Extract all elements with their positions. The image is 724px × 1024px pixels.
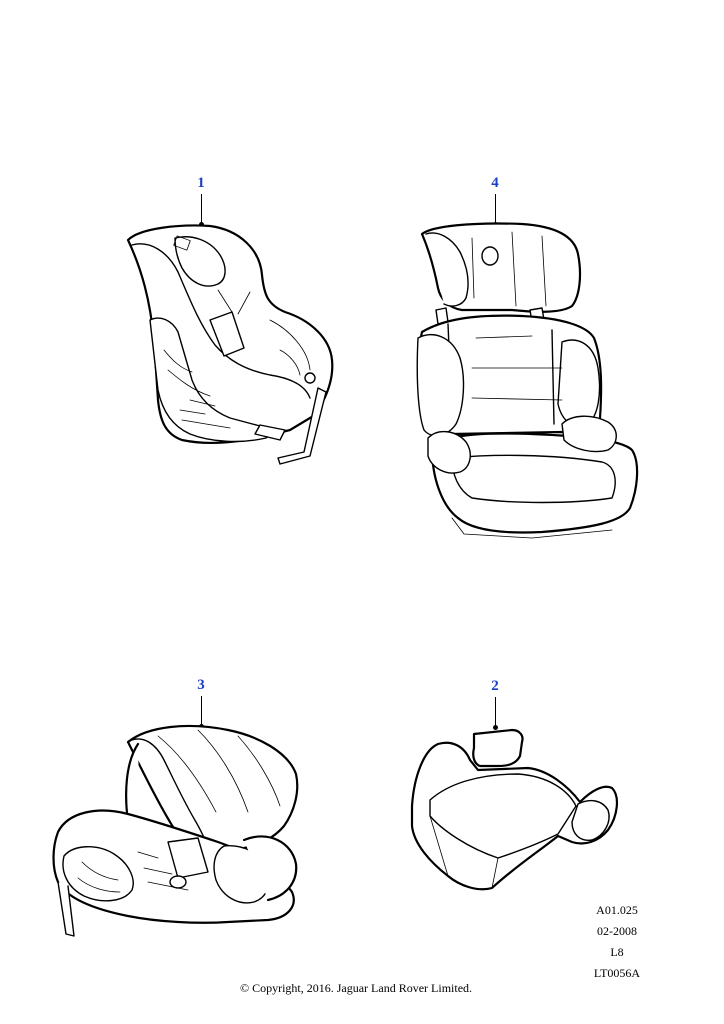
reference-illustration-id: LT0056A	[593, 966, 641, 980]
callout-1[interactable]: 1	[197, 175, 205, 191]
infant-carrier-illustration[interactable]	[48, 722, 304, 944]
leader-line-1	[201, 194, 202, 224]
leader-line-2	[495, 697, 496, 727]
reference-date: 02-2008	[597, 924, 637, 938]
leader-dot-2	[493, 725, 498, 730]
callout-4[interactable]: 4	[491, 175, 499, 191]
child-seat-illustration[interactable]	[120, 220, 340, 475]
drawing-reference: A01.025 02-2008 L8 LT0056A	[585, 900, 649, 984]
reference-code: A01.025	[596, 903, 638, 917]
leader-line-3	[201, 696, 202, 726]
copyright-notice: © Copyright, 2016. Jaguar Land Rover Lim…	[239, 981, 473, 995]
high-back-booster-illustration[interactable]	[412, 218, 640, 540]
booster-cushion-illustration[interactable]	[408, 726, 620, 894]
leader-line-4	[495, 194, 496, 224]
callout-3[interactable]: 3	[197, 677, 205, 693]
reference-model: L8	[610, 945, 624, 959]
callout-2[interactable]: 2	[491, 678, 499, 694]
